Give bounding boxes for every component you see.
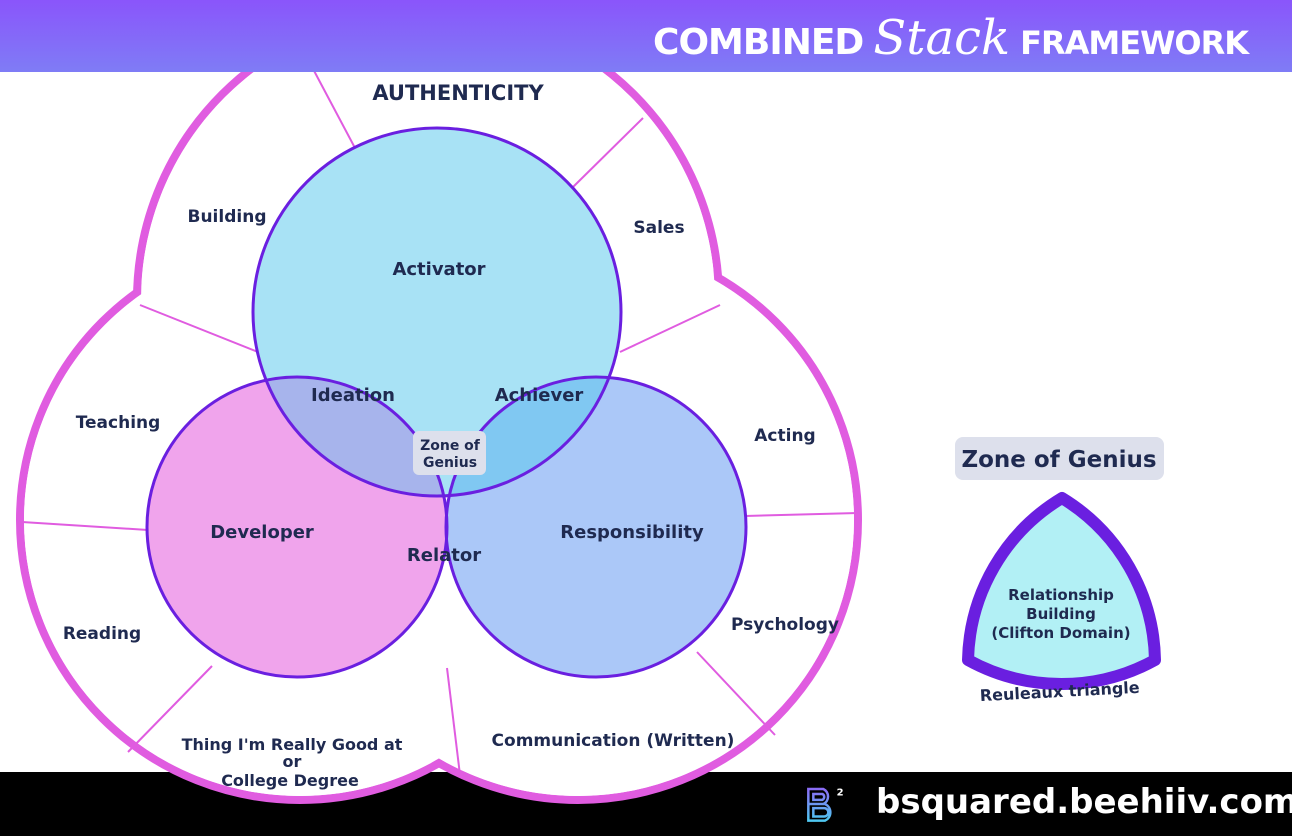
label-reading: Reading xyxy=(63,624,141,644)
label-building: Building xyxy=(188,207,267,227)
title-part2: FRAMEWORK xyxy=(1020,24,1249,62)
label-achiever: Achiever xyxy=(495,385,584,406)
label-acting: Acting xyxy=(754,426,815,446)
title-script: Stack xyxy=(873,10,1011,66)
label-ideation: Ideation xyxy=(311,385,395,406)
label-center-2: Genius xyxy=(423,455,477,471)
header-banner: COMBINED Stack FRAMEWORK xyxy=(0,0,1292,72)
zone-of-genius-center-badge xyxy=(413,431,486,475)
overlap-achiever xyxy=(446,377,621,496)
legend-title-badge xyxy=(955,437,1164,480)
page-title: COMBINED Stack FRAMEWORK xyxy=(653,10,1249,66)
reuleaux-triangle xyxy=(962,492,1161,690)
label-degree-1: Thing I'm Really Good at xyxy=(182,735,403,754)
overlap-ideation xyxy=(253,377,447,496)
label-developer: Developer xyxy=(210,522,314,543)
authenticity-title: AUTHENTICITY xyxy=(372,81,544,105)
legend-title: Zone of Genius xyxy=(961,447,1156,473)
triangle-line2: Building xyxy=(1026,605,1096,623)
label-communication: Communication (Written) xyxy=(492,731,735,751)
label-center-1: Zone of xyxy=(420,438,481,454)
inner-circles xyxy=(145,126,748,679)
title-part1: COMBINED xyxy=(653,22,864,63)
label-responsibility: Responsibility xyxy=(560,522,704,543)
legend: Zone of Genius Relationship Building (Cl… xyxy=(955,437,1164,705)
footer-url: bsquared.beehiiv.com xyxy=(876,782,1292,822)
triangle-line1: Relationship xyxy=(1008,586,1114,604)
label-activator: Activator xyxy=(392,259,485,280)
label-sales: Sales xyxy=(633,218,684,238)
label-psychology: Psychology xyxy=(731,615,839,635)
svg-text:2: 2 xyxy=(837,788,844,799)
label-degree-3: College Degree xyxy=(221,771,359,790)
triangle-line3: (Clifton Domain) xyxy=(991,624,1130,642)
label-degree-2: or xyxy=(283,752,302,771)
b-squared-logo-icon: 2 xyxy=(807,788,844,822)
label-teaching: Teaching xyxy=(76,413,161,433)
label-relator: Relator xyxy=(407,545,481,566)
triangle-caption: Reuleaux triangle xyxy=(979,678,1140,705)
